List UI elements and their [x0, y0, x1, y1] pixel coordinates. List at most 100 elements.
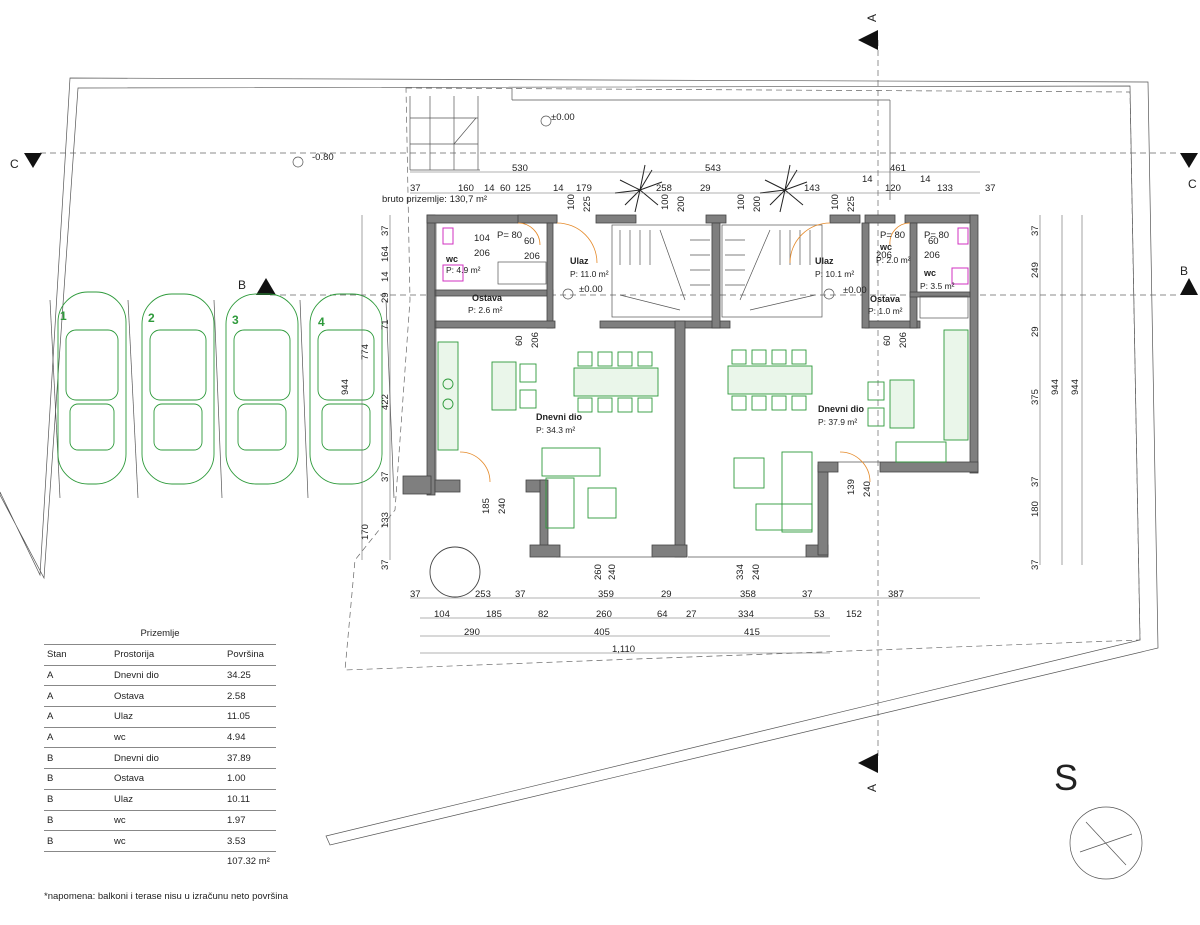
level-markers: ±0.00 -0.80 ±0.00 ±0.00 [292, 112, 867, 300]
dim-top-detail: 179 [576, 183, 592, 194]
dim-bottom: 290 [464, 627, 480, 638]
dim-left: 164 [380, 246, 391, 262]
table-cell: Ulaz [111, 706, 224, 728]
north-label: S [1054, 757, 1078, 798]
door-label: 60 [882, 335, 893, 346]
north-compass: S [1054, 757, 1143, 880]
total-area: 107.32 m² [227, 856, 270, 868]
dim-top: 543 [705, 163, 721, 174]
table-cell: 1.97 [224, 810, 276, 832]
area-table-title: Prizemlje [44, 624, 276, 645]
door-label: 206 [876, 250, 892, 261]
door-label: 240 [862, 481, 873, 497]
dim-top-detail: 120 [885, 183, 901, 194]
dim-right: 29 [1030, 326, 1041, 337]
dim-left: 37 [380, 471, 391, 482]
level-label: ±0.00 [551, 112, 575, 123]
section-label: A [865, 784, 879, 792]
total-row: 107.32 m² [44, 851, 276, 871]
table-cell: 10.11 [224, 789, 276, 811]
door-label: 225 [846, 196, 857, 212]
table-cell: Ulaz [111, 789, 224, 811]
dim-left-total: 774 [360, 344, 371, 360]
table-cell: 4.94 [224, 727, 276, 749]
furniture [429, 329, 969, 598]
dim-bottom: 253 [475, 589, 491, 600]
section-label: B [1180, 264, 1188, 278]
gross-area-label: bruto prizemlje: 130,7 m² [382, 194, 487, 205]
section-c-right-marker [1180, 153, 1198, 168]
dim-bottom: 359 [598, 589, 614, 600]
table-cell: Ostava [111, 768, 224, 790]
door-label: 334 [735, 564, 746, 580]
table-note: *napomena: balkoni i terase nisu u izrač… [44, 891, 288, 902]
header-cell: Prostorija [111, 645, 224, 666]
room-name: wc [879, 242, 892, 252]
dim-bottom-total: 1,110 [612, 644, 635, 655]
door-label: 60 [928, 236, 939, 247]
dim-left: 14 [380, 271, 391, 282]
door-label: 240 [497, 498, 508, 514]
door-label: 100 [830, 194, 841, 210]
door-label: 206 [898, 332, 909, 348]
dim-right: 37 [1030, 559, 1041, 570]
room-area: P: 37.9 m² [818, 417, 857, 427]
table-cell: B [44, 810, 111, 832]
table-cell: B [44, 789, 111, 811]
room-name: wc [445, 254, 458, 264]
section-b-left-marker [256, 278, 276, 295]
room-name: wc [923, 268, 936, 278]
section-b-right-marker [1180, 278, 1198, 295]
header-cell: Površina [224, 645, 276, 666]
door-label: 100 [736, 194, 747, 210]
room-area: P: 4.9 m² [446, 265, 481, 275]
section-label: B [238, 278, 246, 292]
dim-top-detail: 14 [920, 174, 931, 185]
dim-right: 375 [1030, 389, 1041, 405]
room-name: Ostava [870, 294, 901, 304]
door-label: 60 [524, 236, 535, 247]
dim-bottom: 358 [740, 589, 756, 600]
table-cell: B [44, 747, 111, 770]
plants [614, 164, 808, 213]
dim-left: 71 [380, 319, 391, 330]
dim-bottom: 37 [802, 589, 813, 600]
table-cell: 1.00 [224, 768, 276, 790]
parking-area: 1 2 3 4 [49, 291, 395, 499]
door-label: 225 [582, 196, 593, 212]
dim-top-detail: 37 [410, 183, 421, 194]
door-label: P= 80 [880, 230, 905, 241]
section-lines [24, 30, 1198, 773]
table-cell: 3.53 [224, 830, 276, 852]
dim-top-detail: 143 [804, 183, 820, 194]
dim-top-detail: 37 [985, 183, 996, 194]
dim-bottom: 37 [410, 589, 421, 600]
door-label: 240 [751, 564, 762, 580]
dim-top-detail: 60 [500, 183, 511, 194]
dim-bottom: 152 [846, 609, 862, 620]
dim-top: 530 [512, 163, 528, 174]
room-area: P: 3.5 m² [920, 281, 955, 291]
section-c-left-marker [24, 153, 42, 168]
room-area: P: 2.6 m² [468, 305, 503, 315]
room-name: Ostava [472, 293, 503, 303]
level-label: -0.80 [312, 152, 334, 163]
parking-number-1: 1 [60, 309, 67, 323]
dim-bottom: 53 [814, 609, 825, 620]
building-walls [402, 214, 979, 558]
door-label: P= 80 [924, 230, 949, 241]
table-cell: B [44, 830, 111, 852]
door-label: 206 [530, 332, 541, 348]
dim-top-detail: 125 [515, 183, 531, 194]
dim-left: 37 [380, 559, 391, 570]
dim-top-detail: 14 [862, 174, 873, 185]
dim-bottom: 64 [657, 609, 668, 620]
